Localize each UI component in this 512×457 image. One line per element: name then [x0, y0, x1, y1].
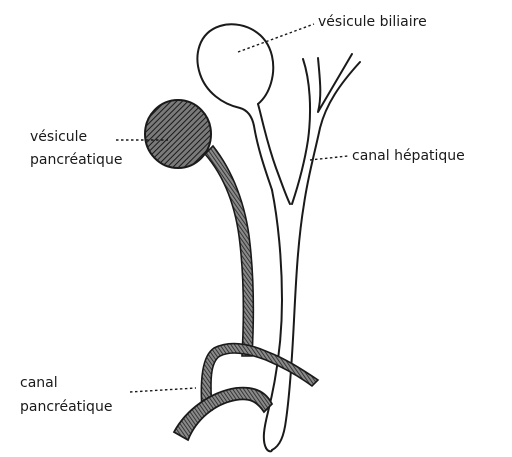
label-canal-pancreatique-line1: canal	[20, 375, 58, 391]
label-canal-pancreatique-line2: pancréatique	[20, 399, 112, 415]
canal-principal-right-wall	[272, 204, 304, 450]
label-vesicule-pancreatique-line2: pancréatique	[30, 152, 122, 168]
canal-pancreatique-lower-arc	[174, 388, 272, 440]
vesicule-biliaire-neck	[258, 104, 290, 204]
canal-principal-tip	[266, 448, 272, 451]
canal-hepatique-right-branch	[304, 62, 360, 204]
vesicule-pancreatique-shape	[145, 100, 211, 168]
canal-pancreatique-tube	[205, 146, 253, 356]
canal-hepatique-branch-inner	[318, 54, 352, 112]
label-vesicule-pancreatique-line1: vésicule	[30, 129, 87, 145]
vesicule-biliaire-shape	[197, 24, 273, 190]
label-canal-hepatique: canal hépatique	[352, 148, 465, 164]
leader-canal-hepatique	[310, 156, 348, 160]
leader-canal-pancreatique	[130, 388, 196, 392]
label-vesicule-biliaire: vésicule biliaire	[318, 14, 427, 30]
